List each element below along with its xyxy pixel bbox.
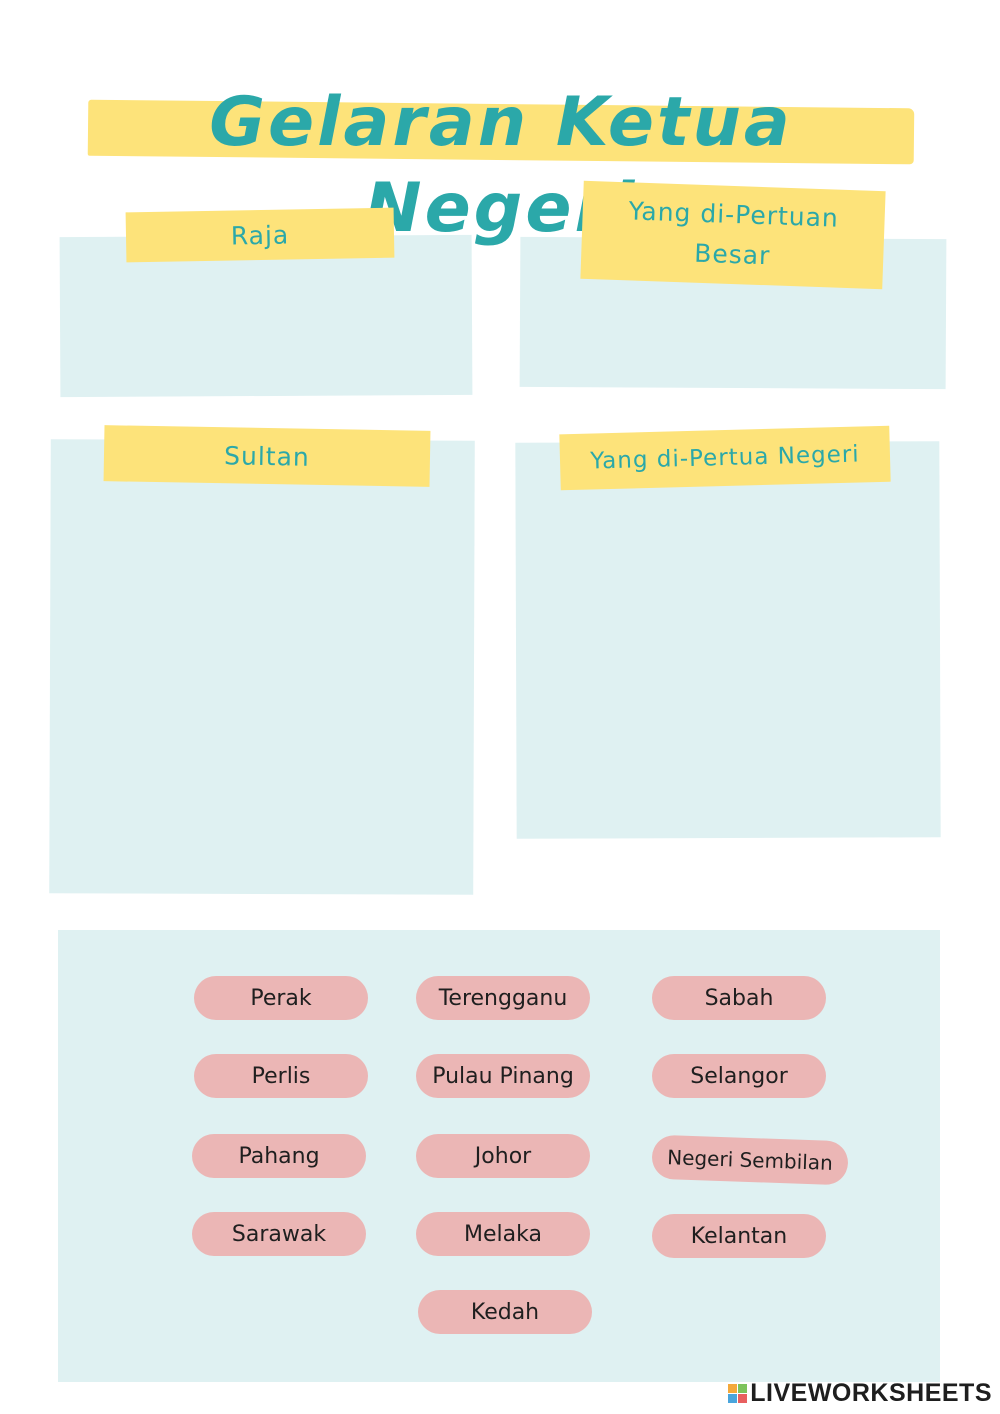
- draggable-chip-kedah[interactable]: Kedah: [418, 1290, 592, 1334]
- logo-square: [738, 1383, 748, 1393]
- liveworksheets-logo: LIVEWORKSHEETS: [728, 1378, 992, 1408]
- draggable-chip-pulau-pinang[interactable]: Pulau Pinang: [416, 1054, 590, 1098]
- drop-zone-yang-dipertua-negeri[interactable]: [515, 441, 941, 839]
- draggable-chip-sabah[interactable]: Sabah: [652, 976, 826, 1020]
- category-label-raja: Raja: [125, 207, 395, 263]
- draggable-chip-terengganu[interactable]: Terengganu: [416, 976, 590, 1020]
- draggable-chip-pahang[interactable]: Pahang: [192, 1134, 366, 1178]
- draggable-chip-kelantan[interactable]: Kelantan: [652, 1214, 826, 1258]
- draggable-chip-perlis[interactable]: Perlis: [194, 1054, 368, 1098]
- draggable-chip-johor[interactable]: Johor: [416, 1134, 590, 1178]
- logo-square: [728, 1383, 738, 1393]
- drop-zone-sultan[interactable]: [49, 439, 475, 895]
- category-label-line: Yang di-Pertuan: [628, 196, 840, 233]
- category-label-yang-dipertuan-besar: Yang di-Pertuan Besar: [580, 180, 886, 290]
- logo-square: [728, 1393, 738, 1403]
- logo-square: [738, 1393, 748, 1403]
- draggable-chip-selangor[interactable]: Selangor: [652, 1054, 826, 1098]
- draggable-chip-perak[interactable]: Perak: [194, 976, 368, 1020]
- category-label-sultan: Sultan: [103, 425, 431, 487]
- liveworksheets-logo-icon: [728, 1383, 748, 1403]
- category-label-line: Besar: [693, 238, 771, 271]
- title-area: Gelaran Ketua Negeri: [87, 80, 915, 248]
- draggable-chip-sarawak[interactable]: Sarawak: [192, 1212, 366, 1256]
- draggable-chip-melaka[interactable]: Melaka: [416, 1212, 590, 1256]
- draggable-chip-negeri-sembilan[interactable]: Negeri Sembilan: [651, 1134, 849, 1186]
- logo-text: LIVEWORKSHEETS: [750, 1378, 992, 1407]
- category-label-yang-dipertua-negeri: Yang di-Pertua Negeri: [559, 425, 891, 491]
